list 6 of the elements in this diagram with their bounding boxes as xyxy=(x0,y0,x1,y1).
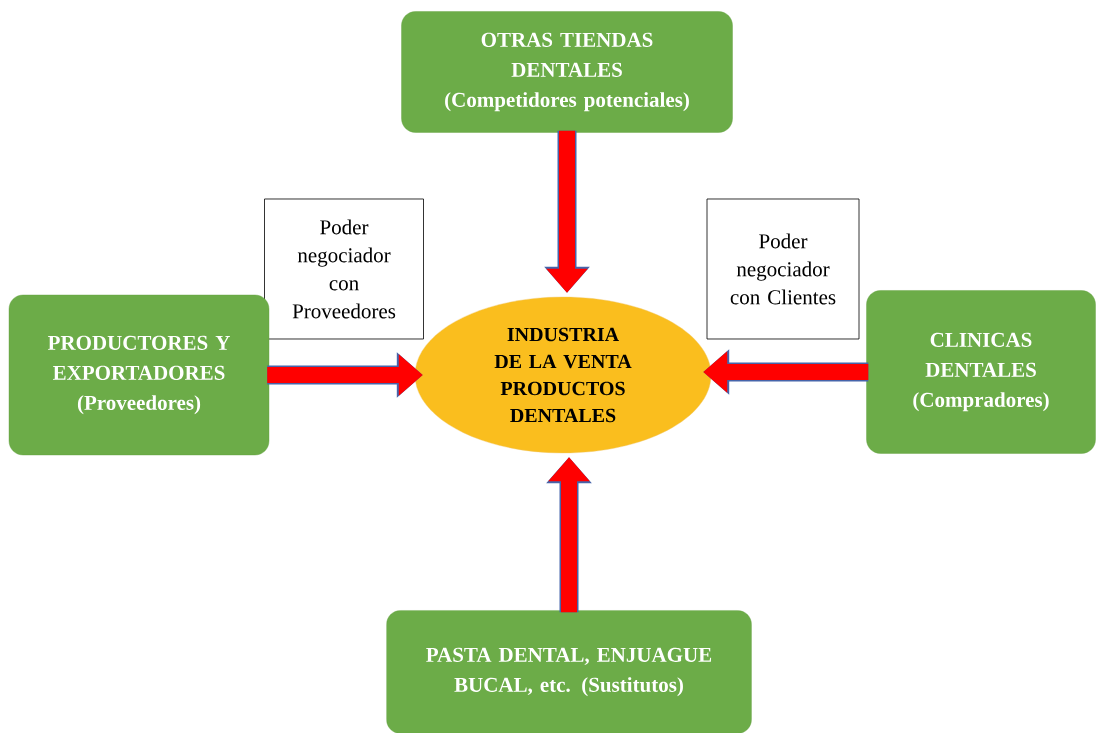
text-box: Poder negociador con Proveedores xyxy=(264,198,424,340)
text-box: Poder negociador con Clientes xyxy=(706,198,860,340)
rounded-box: OTRAS TIENDAS DENTALES (Competidores potenciales) xyxy=(401,11,733,133)
rounded-box: PASTA DENTAL, ENJUAGUE BUCAL, etc. (Sustitutos) xyxy=(386,610,752,733)
rounded-box: PRODUCTORES Y EXPORTADORES (Proveedores) xyxy=(8,294,270,456)
rounded-box: CLINICAS DENTALES (Compradores) xyxy=(866,290,1096,454)
